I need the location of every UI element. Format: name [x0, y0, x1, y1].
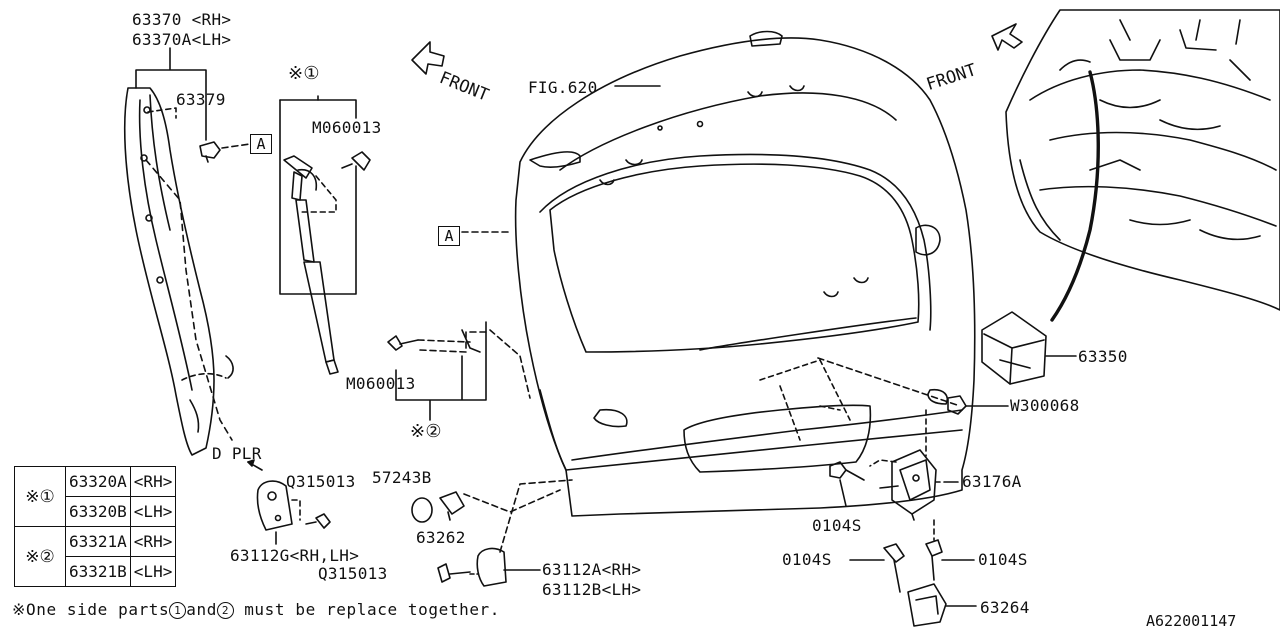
pillar-trim-63370: [123, 87, 234, 456]
label-set-1: ※①: [288, 63, 320, 84]
label-63370a: 63370A<LH>: [132, 30, 232, 49]
clip-w300068: [947, 395, 967, 415]
plug-57243b: [411, 497, 433, 523]
screw-q315013-bottom: [437, 563, 471, 583]
label-63176a: 63176A: [962, 472, 1022, 491]
bolt-m060013-bottom: [387, 335, 419, 351]
label-w300068: W300068: [1010, 396, 1080, 415]
label-63112g: 63112G<RH,LH>: [230, 546, 360, 565]
label-0104s-b: 0104S: [782, 550, 832, 569]
label-0104s-c: 0104S: [978, 550, 1028, 569]
bracket-63112g: [256, 480, 293, 531]
legend-row: 63320B <LH>: [15, 496, 177, 527]
legend-side: <RH>: [129, 526, 177, 557]
ref-a-tailgate: A: [438, 226, 460, 246]
pad-63350: [981, 311, 1047, 385]
latch-63176a: [879, 449, 937, 521]
legend-row: ※② 63321A <RH>: [14, 526, 177, 587]
bolt-m060013-top: [341, 151, 371, 171]
label-m060013-bottom: M060013: [346, 374, 416, 393]
legend-part: 63321B: [65, 556, 131, 587]
label-set-2: ※②: [410, 421, 442, 442]
legend-mark: ※①: [14, 466, 66, 527]
label-q315013-bottom: Q315013: [318, 564, 388, 583]
ref-a-left: A: [250, 134, 272, 154]
footnote-circle-1: 1: [169, 602, 187, 619]
bolt-0104s-c: [925, 539, 943, 581]
label-63350: 63350: [1078, 347, 1128, 366]
legend-row: ※① 63320A <RH>: [14, 466, 177, 527]
footnote-prefix: ※One side parts: [12, 600, 170, 619]
legend-part: 63320B: [65, 496, 131, 527]
label-63370: 63370 <RH>: [132, 10, 232, 29]
label-63112a: 63112A<RH>: [542, 560, 642, 579]
label-63262: 63262: [416, 528, 466, 547]
legend-side: <LH>: [129, 496, 177, 527]
legend-side: <RH>: [129, 466, 177, 497]
grommet-63262: [439, 491, 465, 521]
footnote-mid: and: [186, 600, 217, 619]
front-arrow-left-icon: [411, 41, 445, 75]
footnote-circle-2: 2: [216, 602, 234, 619]
footnote-suffix: must be replace together.: [233, 600, 501, 619]
bolt-0104s-b: [883, 543, 905, 593]
striker-63264: [907, 583, 947, 627]
document-id: A622001147: [1146, 612, 1237, 630]
legend-row: 63321B <LH>: [15, 556, 177, 587]
label-63379: 63379: [176, 90, 226, 109]
legend-part: 63320A: [65, 466, 131, 497]
label-0104s-a: 0104S: [812, 516, 862, 535]
legend-table: ※① 63320A <RH> 63320B <LH> ※② 63321A <RH…: [14, 466, 177, 587]
vehicle-body-cargo: [1005, 9, 1280, 311]
label-d-plr: D PLR: [212, 444, 262, 463]
label-m060013-top: M060013: [312, 118, 382, 137]
label-57243b: 57243B: [372, 468, 432, 487]
tailgate-fig620: [514, 30, 976, 517]
label-q315013-top: Q315013: [286, 472, 356, 491]
bolt-0104s-a: [829, 461, 865, 481]
clip-63379: [199, 141, 221, 163]
legend-part: 63321A: [65, 526, 131, 557]
gas-strut-63320: [283, 155, 339, 375]
legend-side: <LH>: [129, 556, 177, 587]
bracket-63112a: [476, 547, 507, 587]
screw-q315013-top: [305, 513, 331, 529]
front-arrow-right-icon: [991, 23, 1023, 51]
label-63264: 63264: [980, 598, 1030, 617]
legend-mark: ※②: [14, 526, 66, 587]
label-fig620: FIG.620: [528, 78, 598, 97]
label-63112b: 63112B<LH>: [542, 580, 642, 599]
